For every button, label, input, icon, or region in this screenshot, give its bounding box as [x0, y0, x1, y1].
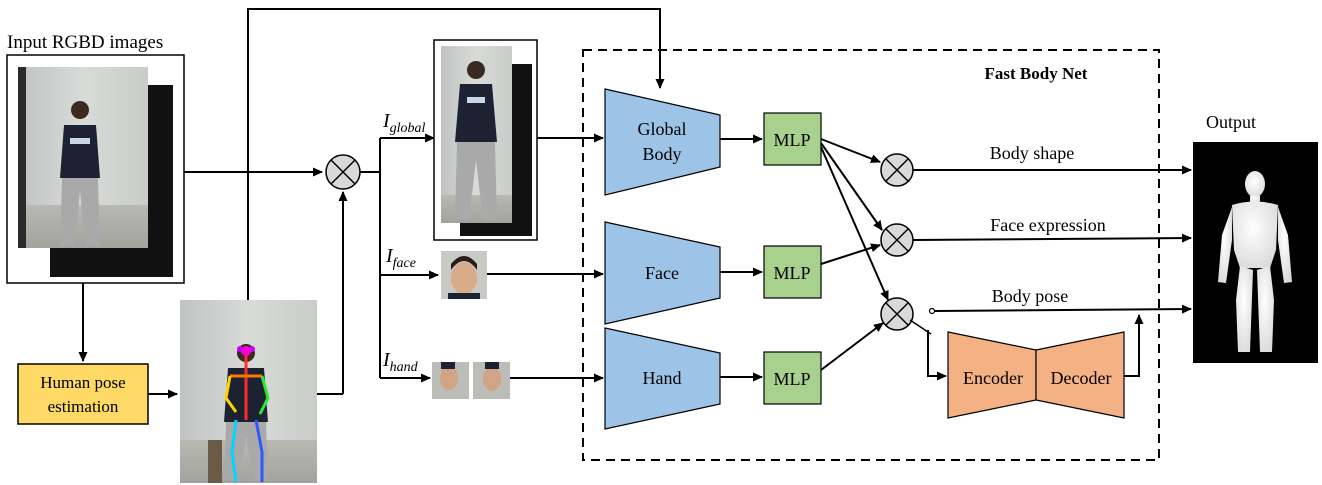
mlp-face-label: MLP — [773, 263, 810, 283]
mlp-global-to-pose — [820, 146, 889, 301]
fast-body-net-box — [582, 49, 1160, 461]
pose-switch-contact — [928, 307, 936, 315]
mlp-face — [763, 245, 822, 299]
top-skip-connection — [247, 8, 665, 300]
mlp-face-to-expression — [820, 243, 881, 265]
hand-encoder — [604, 327, 721, 430]
mlp-global-to-shape — [820, 138, 881, 163]
label-i-hand: Ihand — [382, 349, 419, 375]
global-body-label-1: Global — [638, 119, 687, 139]
global-body-encoder — [604, 88, 721, 196]
body-pose-arrow — [934, 304, 1192, 314]
shape-multiply-node — [880, 153, 914, 187]
output-title: Output — [1206, 112, 1256, 132]
decoder-to-pose-arrow — [1124, 314, 1144, 377]
input-images-title: Input RGBD images — [7, 32, 163, 53]
label-i-global: Iglobal — [382, 110, 426, 136]
mlp-hand — [763, 351, 822, 405]
pose-decoder — [1035, 331, 1125, 419]
pose-multiply-node — [880, 297, 914, 331]
label-i-face: Iface — [385, 245, 416, 271]
pose-decoder-label: Decoder — [1051, 368, 1112, 388]
mlp-global-label: MLP — [773, 130, 810, 150]
pose-to-encoder-path — [927, 330, 947, 381]
pose-estimation-box — [17, 363, 149, 425]
face-encoder-label: Face — [645, 263, 679, 283]
output-body-mesh — [1193, 142, 1318, 363]
input-rgbd-stack — [6, 54, 185, 284]
mlp-global — [763, 112, 822, 166]
expression-multiply-node — [880, 223, 914, 257]
mlp-hand-to-pose — [820, 322, 884, 371]
face-crop-image — [441, 251, 487, 299]
face-expression-arrow — [912, 233, 1192, 243]
mlp-global-to-expression — [820, 142, 883, 231]
hand-encoder-label: Hand — [643, 368, 682, 388]
hand-crop-images — [432, 362, 510, 399]
keypoint-image — [180, 300, 317, 483]
crop-multiply-node — [325, 154, 361, 190]
mlp-hand-label: MLP — [773, 369, 810, 389]
face-encoder — [604, 221, 721, 325]
pose-estimation-label-2: estimation — [48, 397, 119, 416]
face-expression-label: Face expression — [990, 215, 1105, 235]
global-body-label-2: Body — [642, 144, 681, 164]
fast-body-net-title: Fast Body Net — [985, 64, 1088, 83]
pose-encoder-label: Encoder — [963, 368, 1023, 388]
global-crop-image — [433, 39, 538, 241]
body-pose-label: Body pose — [992, 286, 1069, 306]
pose-estimation-label-1: Human pose — [40, 373, 125, 392]
rgb-image — [18, 67, 148, 248]
body-shape-label: Body shape — [990, 143, 1075, 163]
